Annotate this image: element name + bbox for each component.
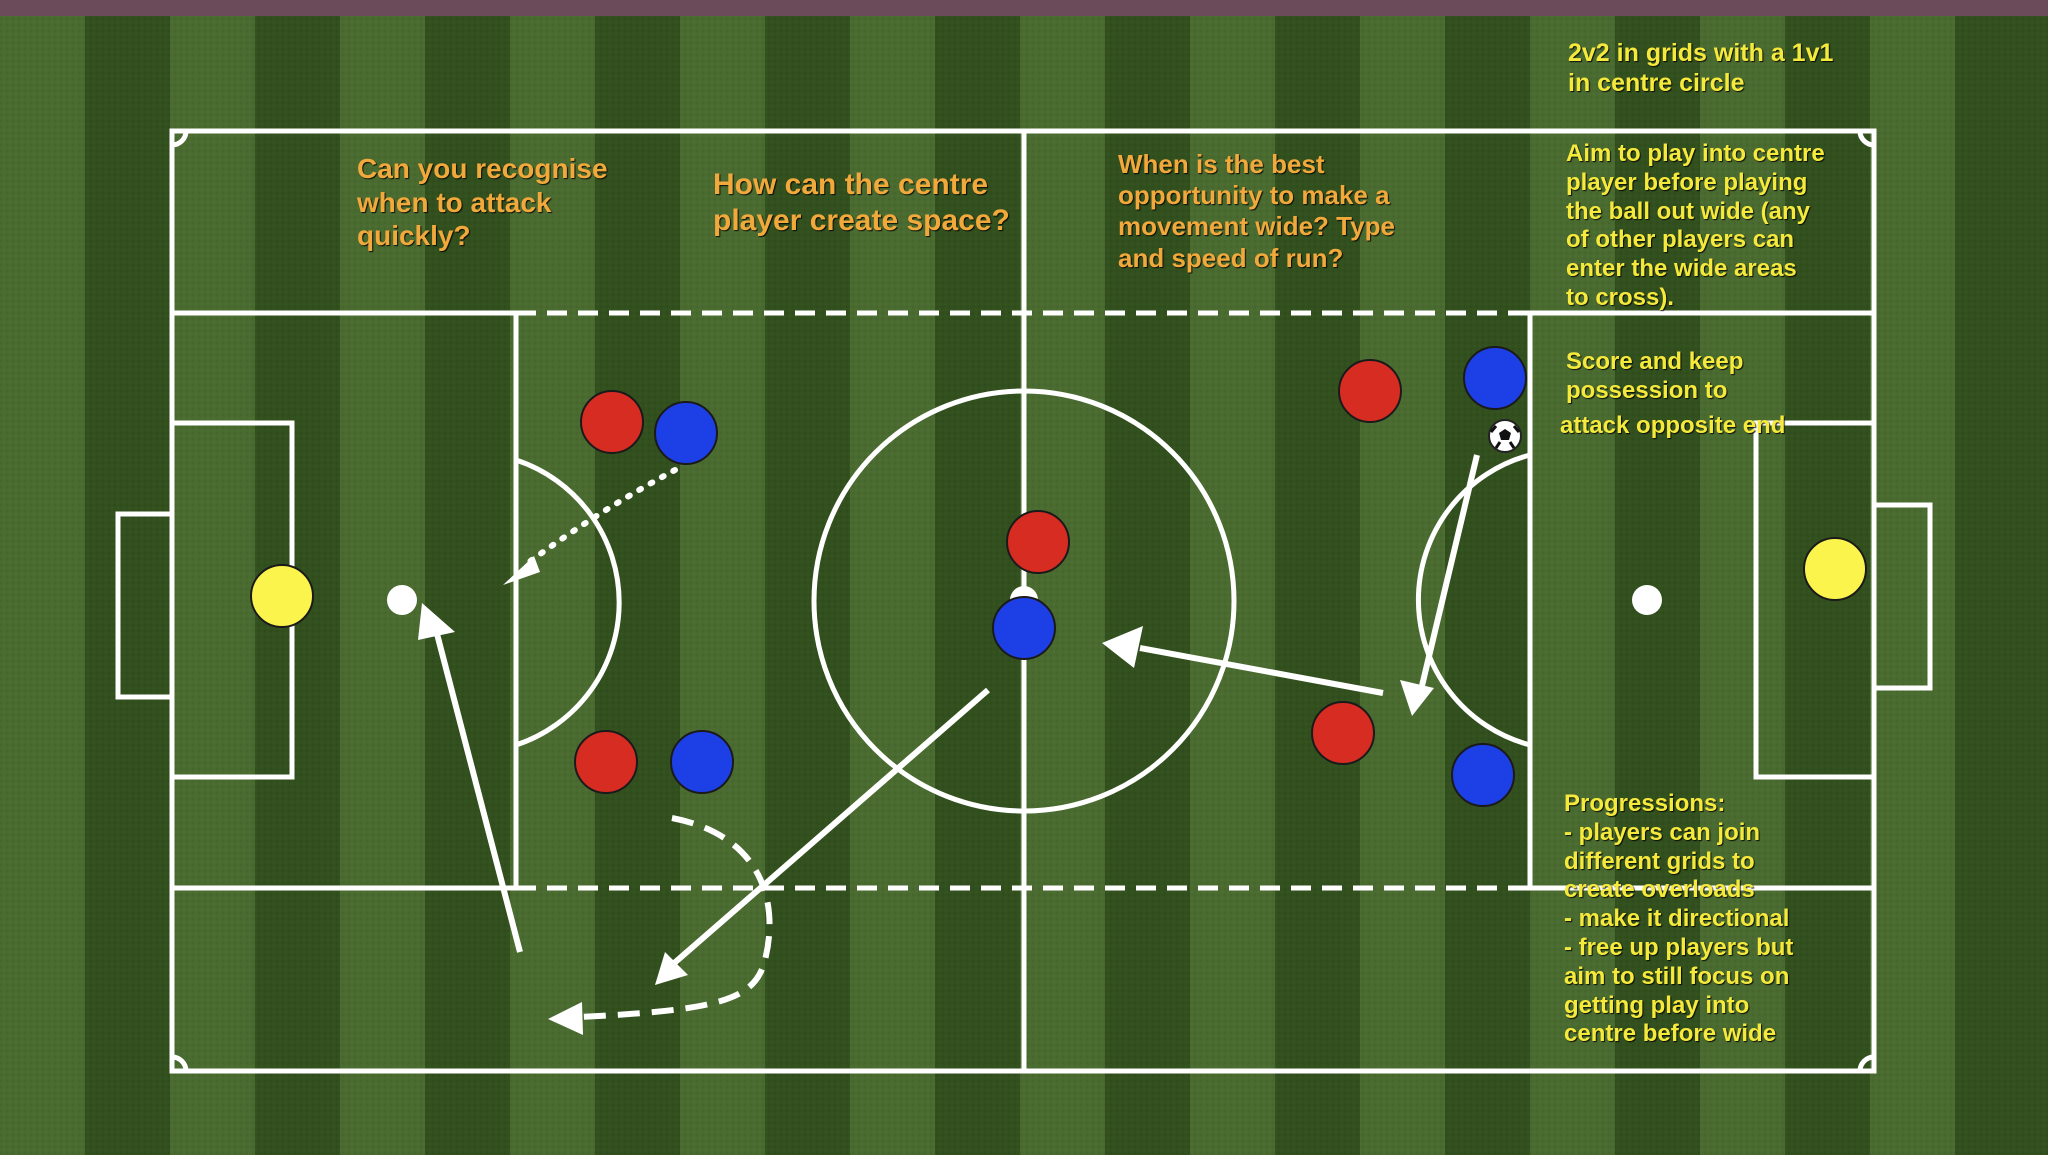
note-session-title: 2v2 in grids with a 1v1 in centre circle (1568, 39, 1834, 97)
note-progressions: Progressions: - players can join differe… (1564, 790, 1794, 1048)
keeper-left (250, 564, 314, 628)
arrowhead-pass-to-centre (1102, 626, 1143, 668)
arrow-forward-run (433, 629, 523, 953)
arrow-pass-to-centre (1139, 645, 1384, 696)
football-icon (1488, 419, 1522, 453)
corner-arc-br (1857, 1054, 1875, 1072)
question-create-space: How can the centre player create space? (713, 168, 1010, 237)
corner-arc-tl (171, 130, 189, 148)
arrow-heads (418, 556, 1434, 1035)
arrowhead-dashed-run (548, 1002, 583, 1035)
corner-arc-tr (1857, 130, 1875, 148)
blue-4 (1463, 346, 1527, 410)
corner-arc-bl (171, 1054, 189, 1072)
penalty-spot-left (387, 585, 417, 615)
penalty-spot-right (1632, 585, 1662, 615)
blue-1 (654, 401, 718, 465)
goal-right (1871, 502, 1933, 691)
red-team (574, 359, 1402, 794)
blue-team (654, 346, 1527, 807)
red-4 (1338, 359, 1402, 423)
note-score: Score and keep possession to (1566, 348, 1744, 404)
note-score-end: attack opposite end (1560, 412, 1786, 439)
question-movement-wide: When is the best opportunity to make a m… (1118, 149, 1395, 273)
arrow-dashed-run (579, 815, 773, 1020)
arrowhead-wide-run (1400, 680, 1434, 716)
blue-2 (670, 730, 734, 794)
arrowhead-diagonal-pass (655, 952, 688, 985)
penalty-arc-right (1415, 452, 1531, 748)
red-3 (1006, 510, 1070, 574)
top-bar (0, 0, 2048, 16)
blue-5 (1451, 743, 1515, 807)
arrowhead-forward-run (418, 603, 455, 640)
note-aim: Aim to play into centre player before pl… (1566, 140, 1825, 311)
arrow-wide-run (1418, 454, 1480, 691)
red-2 (574, 730, 638, 794)
movement-arrows (433, 454, 1480, 1020)
arrowhead-dotted-pass (503, 556, 540, 585)
blue-3 (992, 596, 1056, 660)
keeper-right (1803, 537, 1867, 601)
penalty-arc-left (515, 457, 622, 748)
centre-circle (811, 388, 1237, 814)
question-attack-quickly: Can you recognise when to attack quickly… (357, 153, 608, 252)
arrow-dotted-pass (522, 467, 678, 568)
goal-left (115, 511, 175, 700)
keepers (250, 537, 1867, 628)
red-5 (1311, 701, 1375, 765)
arrow-diagonal-pass (670, 687, 990, 968)
red-1 (580, 390, 644, 454)
